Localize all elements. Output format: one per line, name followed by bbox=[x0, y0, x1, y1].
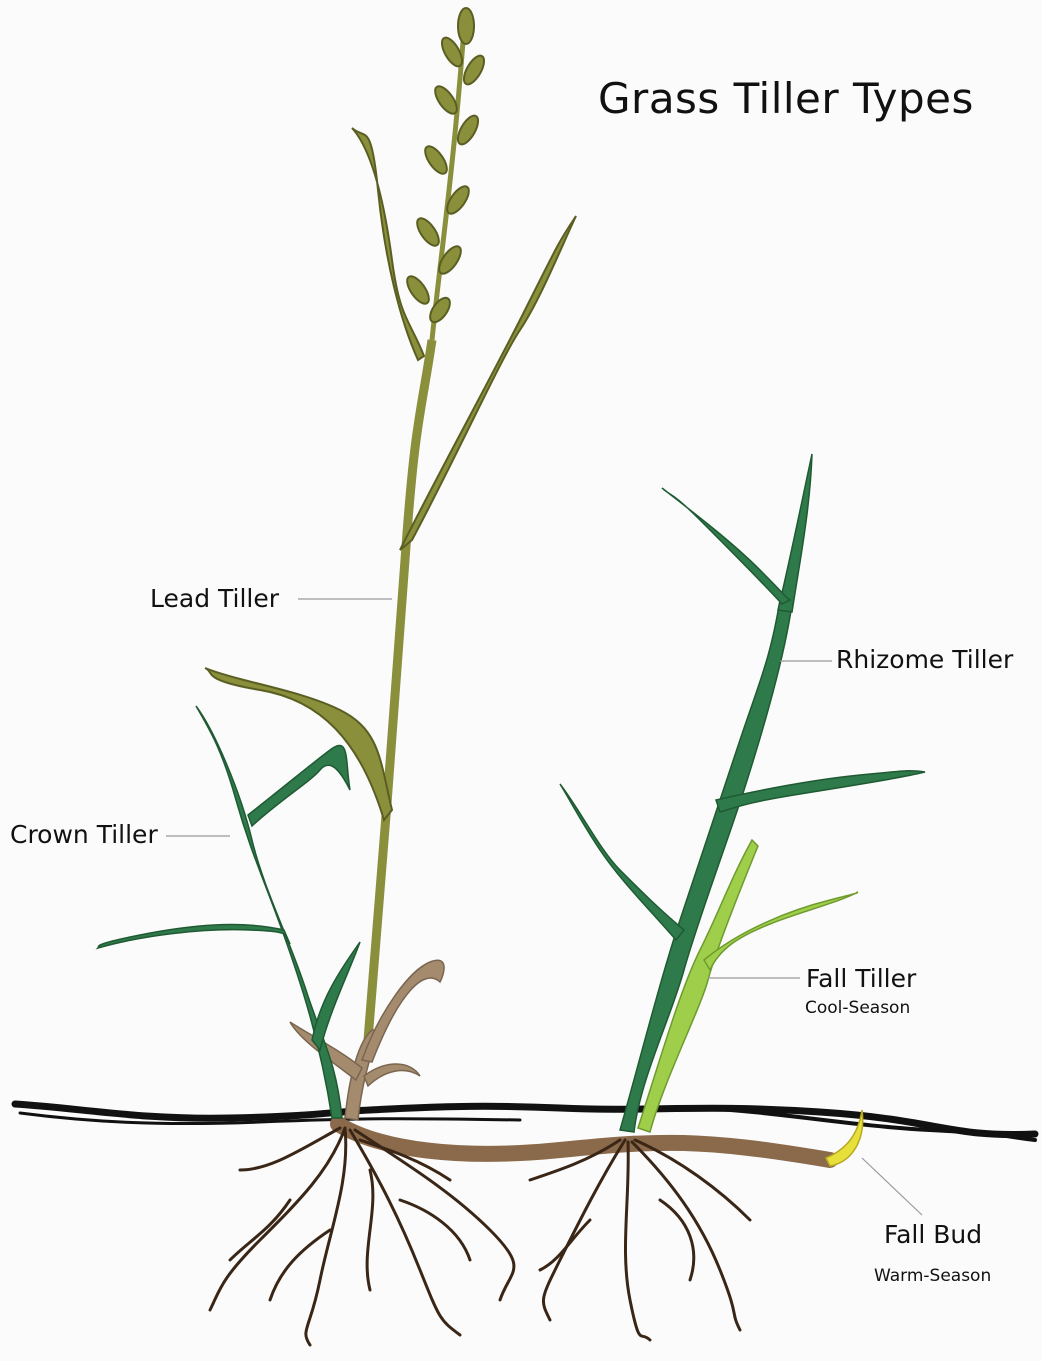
lead-tiller bbox=[205, 8, 576, 1040]
label-fall-tiller: Fall Tiller bbox=[806, 964, 916, 993]
crown-tiller bbox=[98, 706, 360, 1118]
rhizome bbox=[338, 1124, 830, 1160]
label-fall-bud-note: Warm-Season bbox=[874, 1266, 991, 1286]
roots-right bbox=[530, 1140, 750, 1340]
label-fall-bud: Fall Bud bbox=[884, 1220, 982, 1249]
label-crown-tiller: Crown Tiller bbox=[10, 820, 158, 849]
rhizome-tiller bbox=[560, 454, 925, 1132]
label-fall-tiller-note: Cool-Season bbox=[805, 998, 910, 1018]
soil-surface bbox=[15, 1104, 1035, 1140]
diagram-title: Grass Tiller Types bbox=[598, 74, 974, 123]
label-rhizome-tiller: Rhizome Tiller bbox=[836, 645, 1013, 674]
label-lead-tiller: Lead Tiller bbox=[150, 584, 279, 613]
